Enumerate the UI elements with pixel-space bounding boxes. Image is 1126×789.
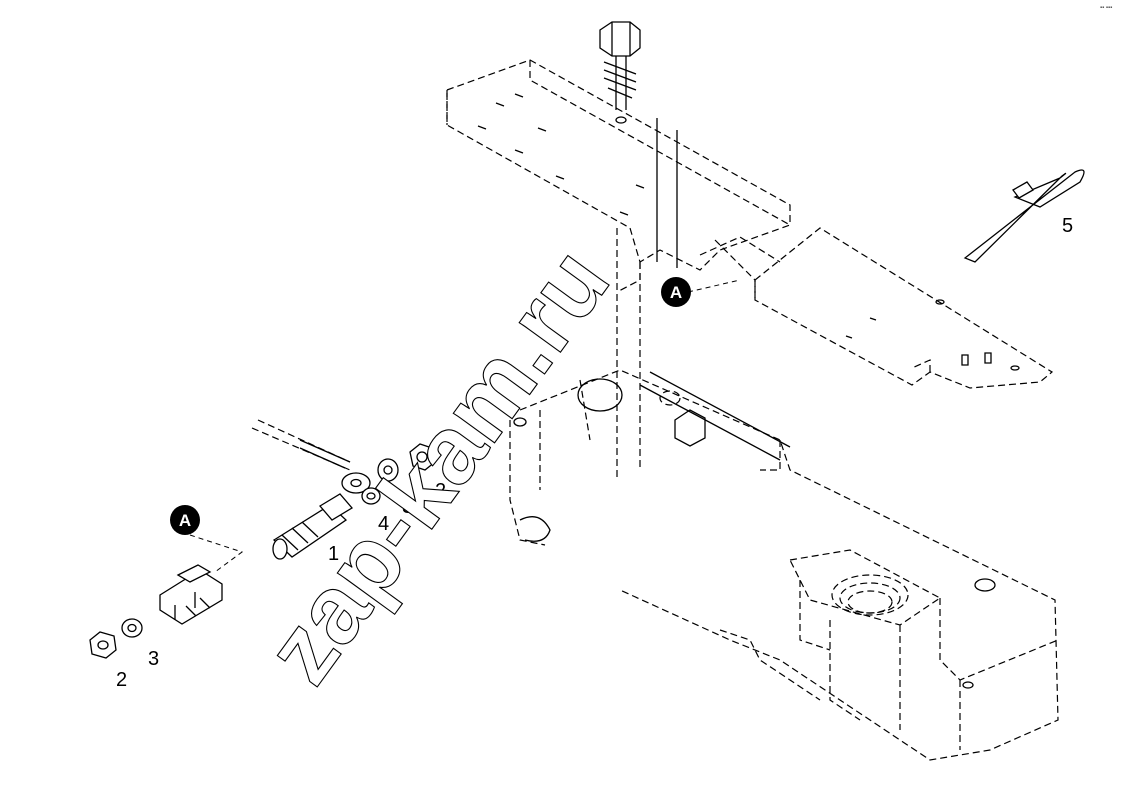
frame-callout-leader: [687, 279, 741, 293]
strap-part: [963, 169, 1085, 263]
wire-ring-terminal: [251, 419, 371, 494]
top-bolt: [599, 21, 641, 124]
callout-a-frame-label: A: [670, 283, 682, 302]
label-nut-lower: 2: [116, 669, 127, 691]
label-strap: 5: [1062, 215, 1073, 237]
sensor-part: [272, 493, 353, 560]
label-lockwasher: 4: [378, 513, 389, 535]
lower-fastener-stack: [89, 618, 143, 659]
lower-frame-body: [509, 369, 1059, 761]
callout-a-bracket-label: A: [179, 511, 191, 530]
frame-crossmember: [446, 59, 791, 480]
upper-fastener-stack: [361, 443, 436, 505]
label-nut-upper: 2: [435, 480, 446, 502]
callout-a-frame: A: [661, 277, 691, 307]
corner-mark: ▪▪ ▪▪▪: [1100, 5, 1112, 11]
left-connector-bracket: [159, 534, 244, 625]
harness-lines: [656, 118, 678, 268]
label-washer-upper: 3: [402, 496, 413, 518]
callout-a-bracket: A: [170, 505, 200, 535]
label-washer-lower: 3: [148, 648, 159, 670]
mounting-bracket: [699, 227, 1054, 389]
watermark: zap-kam.ru: [245, 229, 629, 702]
label-sensor: 1: [328, 543, 339, 565]
